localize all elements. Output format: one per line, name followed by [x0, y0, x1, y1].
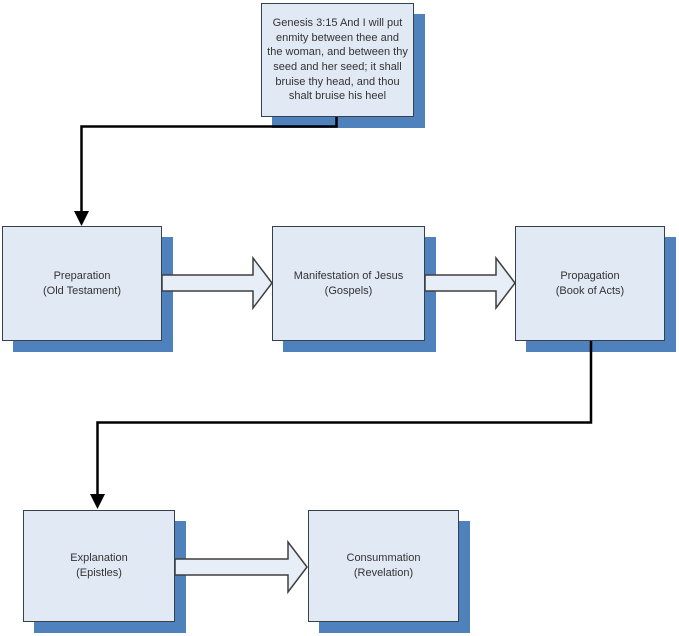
node-subtitle: (Revelation) — [353, 567, 414, 579]
node-title: Propagation — [560, 269, 620, 282]
node-title: Manifestation of Jesus — [293, 269, 404, 282]
flow-node-genesis-verse: Genesis 3:15 And I will put enmity betwe… — [261, 3, 414, 117]
block-arrow-explanation-to-consummation-icon — [174, 539, 308, 595]
flow-node-propagation: Propagation (Book of Acts) — [515, 226, 665, 341]
genesis-verse-text: Genesis 3:15 And I will put enmity betwe… — [267, 17, 408, 103]
flow-node-consummation: Consummation (Revelation) — [308, 510, 459, 622]
node-subtitle: (Old Testament) — [42, 284, 122, 297]
node-title: Explanation — [70, 552, 128, 565]
block-arrow-preparation-to-manifestation-icon — [161, 255, 273, 311]
node-subtitle: (Gospels) — [324, 284, 373, 297]
node-title: Preparation — [53, 269, 111, 282]
node-subtitle: (Book of Acts) — [555, 284, 625, 297]
flow-node-explanation: Explanation (Epistles) — [23, 510, 175, 622]
flow-node-manifestation: Manifestation of Jesus (Gospels) — [272, 226, 425, 341]
node-subtitle: (Epistles) — [76, 567, 122, 579]
node-title: Consummation — [346, 552, 421, 565]
flow-node-preparation: Preparation (Old Testament) — [2, 226, 162, 341]
elbow-connector-propagation-to-explanation-icon — [90, 341, 593, 509]
elbow-connector-genesis-to-preparation-icon — [74, 117, 338, 226]
block-arrow-manifestation-to-propagation-icon — [424, 255, 516, 311]
